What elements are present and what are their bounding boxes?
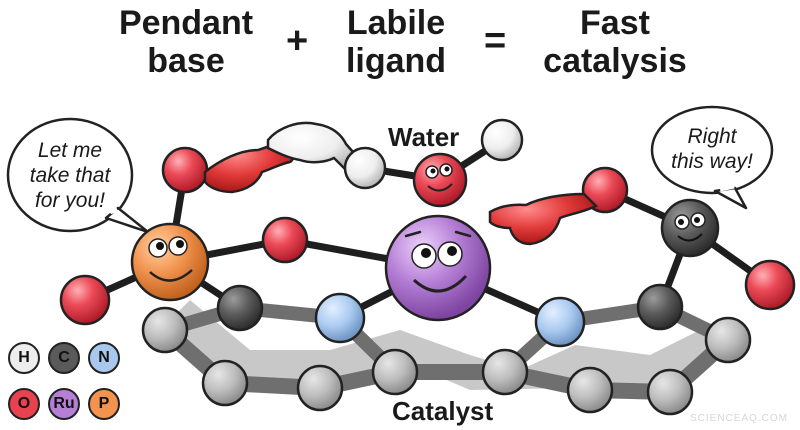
speech-bubble-left	[6, 117, 150, 234]
legend-carbon-symbol: C	[58, 349, 70, 366]
ruthenium-atom	[384, 214, 492, 322]
equation-term-labile-ligand: Labile ligand	[345, 4, 447, 80]
equation-result-fast-catalysis: Fast catalysis	[543, 4, 687, 80]
carbon-atom-face	[660, 198, 720, 258]
equation-equals: =	[484, 20, 507, 62]
phosphorus-atom	[130, 222, 210, 302]
red-hand-right	[488, 192, 599, 246]
carbon-atoms-dark	[216, 283, 684, 332]
speech-bubble-right-text: Right this way!	[671, 125, 753, 173]
legend-ruthenium: Ru	[48, 388, 80, 420]
legend-oxygen-symbol: O	[17, 395, 31, 412]
equation-term-pendant-base: Pendant base	[118, 4, 254, 80]
nitrogen-atoms	[314, 292, 586, 348]
watermark: SCIENCEAQ.COM	[689, 413, 788, 424]
legend-nitrogen-symbol: N	[98, 349, 110, 366]
equation-plus: +	[286, 20, 309, 62]
water-label: Water	[388, 122, 460, 152]
legend-oxygen: O	[8, 388, 40, 420]
speech-bubble-left-text: Let me take that for you!	[29, 139, 111, 212]
legend-ruthenium-symbol: Ru	[53, 395, 75, 412]
legend-phosphorus: P	[88, 388, 120, 420]
water-molecule	[343, 118, 524, 208]
legend-hydrogen-symbol: H	[18, 349, 30, 366]
oxygen-atoms	[59, 146, 796, 326]
catalyst-label: Catalyst	[392, 396, 494, 426]
carbon-atoms-light	[141, 306, 752, 416]
legend-hydrogen: H	[8, 342, 40, 374]
legend-phosphorus-symbol: P	[98, 395, 110, 412]
water-face	[425, 163, 453, 192]
speech-bubble-right	[650, 105, 774, 210]
legend-carbon: C	[48, 342, 80, 374]
legend-nitrogen: N	[88, 342, 120, 374]
